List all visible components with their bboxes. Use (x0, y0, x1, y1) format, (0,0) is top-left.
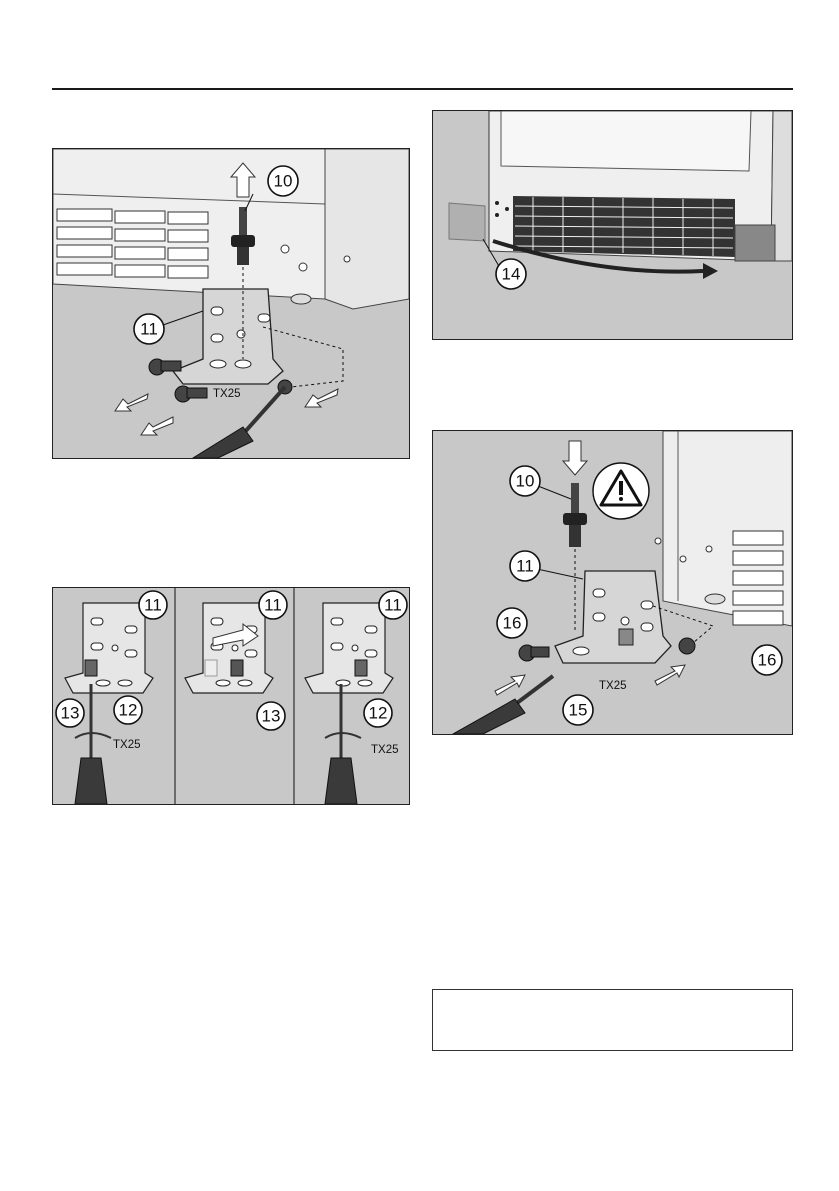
callout-16-left-label: 16 (503, 614, 522, 633)
callout-10-label: 10 (274, 172, 293, 191)
callout-11-fig4 (509, 550, 541, 582)
callout-12-p1-label: 12 (119, 701, 138, 720)
callout-15-label: 15 (569, 701, 588, 720)
figure-bracket-adjustment: TX25 TX25 11 13 12 11 13 11 12 (52, 587, 410, 805)
callout-15 (562, 694, 594, 726)
callout-10-fig4 (509, 465, 541, 497)
callout-13-p1 (55, 698, 85, 728)
callout-16-left (496, 607, 528, 639)
callout-11 (133, 313, 165, 345)
callout-11-p1-label: 11 (144, 596, 162, 615)
callout-13-p2 (256, 701, 286, 731)
header-rule (52, 88, 793, 90)
figure-hinge-removal: TX25 10 11 (52, 148, 410, 459)
panel3-tool-label: TX25 (371, 744, 399, 756)
callout-13-p2-label: 13 (262, 707, 281, 726)
callout-16-right-label: 16 (758, 651, 777, 670)
fig4-tool-label: TX25 (599, 680, 627, 692)
tool-label-tx25: TX25 (213, 388, 241, 400)
callout-14 (495, 258, 527, 290)
callout-10-fig4-label: 10 (516, 472, 535, 491)
panel1-tool-label: TX25 (113, 739, 141, 751)
callout-11-fig4-label: 11 (516, 557, 534, 576)
callout-14-label: 14 (502, 265, 521, 284)
callout-13-p1-label: 13 (61, 704, 80, 723)
figure-hinge-installation: TX25 10 11 16 16 15 (432, 430, 793, 735)
callout-11-p2 (258, 590, 288, 620)
callout-11-p3 (378, 590, 408, 620)
callout-11-p1 (138, 590, 168, 620)
callout-12-p3 (363, 698, 393, 728)
callout-12-p1 (113, 695, 143, 725)
callout-11-p3-label: 11 (384, 596, 402, 615)
figure-plinth-cover: 14 (432, 110, 793, 340)
callout-11-label: 11 (140, 320, 158, 339)
callout-10 (267, 165, 299, 197)
callout-16-right (751, 644, 783, 676)
callout-11-p2-label: 11 (264, 596, 282, 615)
note-box (432, 989, 793, 1051)
callout-12-p3-label: 12 (369, 704, 388, 723)
